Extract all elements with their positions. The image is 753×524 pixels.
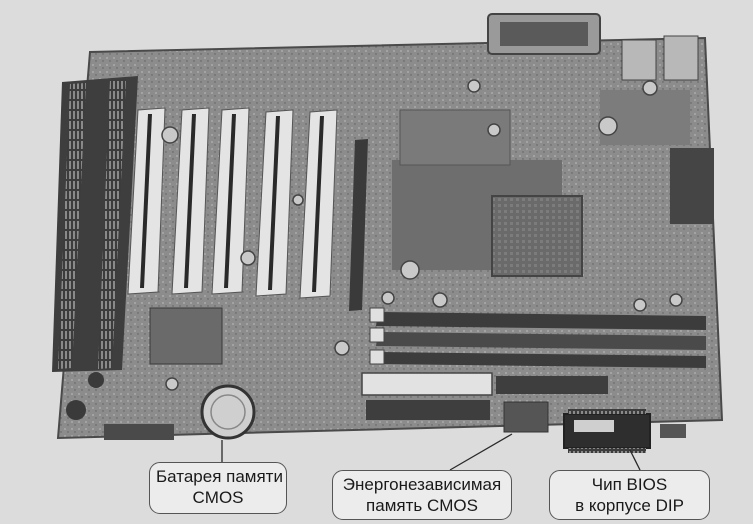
callout-cmos-memory: Энергонезависимая память CMOS bbox=[332, 470, 512, 520]
callout-cmos-line1: Энергонезависимая bbox=[342, 475, 502, 494]
cmos-battery bbox=[200, 384, 256, 440]
callout-leaders bbox=[221, 433, 641, 471]
callout-bios-line1: Чип BIOS bbox=[591, 475, 668, 494]
callout-battery-line1: Батарея памяти bbox=[156, 467, 283, 486]
callout-battery-line2: CMOS bbox=[192, 488, 244, 507]
memory-slots bbox=[369, 307, 706, 368]
cmos-memory-chip bbox=[503, 401, 549, 433]
callout-bios-chip: Чип BIOS в корпусе DIP bbox=[549, 470, 710, 520]
callout-cmos-line2: память CMOS bbox=[366, 496, 478, 515]
bios-chip bbox=[563, 409, 651, 453]
pci-slots bbox=[127, 107, 338, 299]
callout-bios-line2: в корпусе DIP bbox=[575, 496, 684, 515]
callout-battery: Батарея памяти CMOS bbox=[149, 462, 287, 514]
chipset-heatsink bbox=[392, 109, 583, 277]
